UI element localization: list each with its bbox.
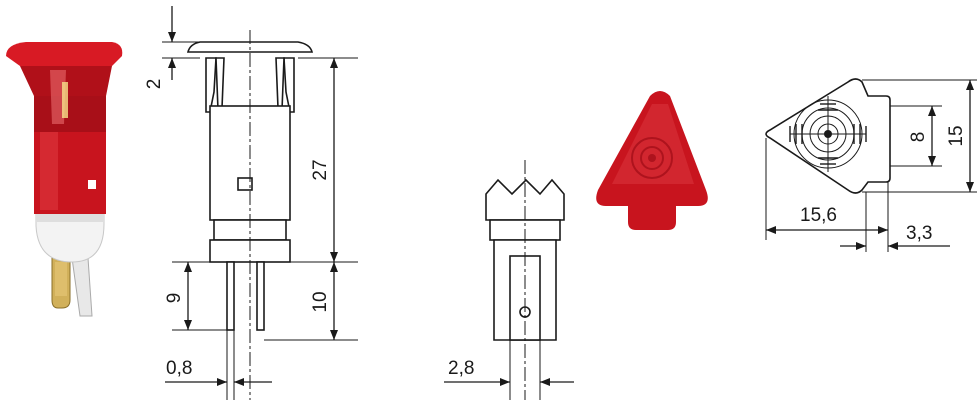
side-view-drawing — [162, 6, 358, 400]
front-view-drawing — [444, 160, 574, 400]
dim-terminal-width: 2,8 — [448, 358, 474, 379]
triangular-lens-photo — [596, 91, 708, 230]
dim-tab-width: 3,3 — [906, 223, 932, 244]
dim-cap-thickness: 2 — [144, 79, 165, 90]
dim-terminal-length: 10 — [310, 291, 331, 312]
dim-pin-width: 0,8 — [166, 358, 192, 379]
dim-base-width: 15,6 — [800, 205, 837, 226]
dim-pin-length: 9 — [164, 293, 185, 304]
dim-outer-height: 15 — [946, 125, 967, 146]
top-view-drawing — [765, 78, 977, 252]
led-indicator-photo — [6, 42, 123, 317]
dim-body-height: 27 — [310, 159, 331, 180]
dim-triangle-height: 8 — [908, 132, 929, 143]
